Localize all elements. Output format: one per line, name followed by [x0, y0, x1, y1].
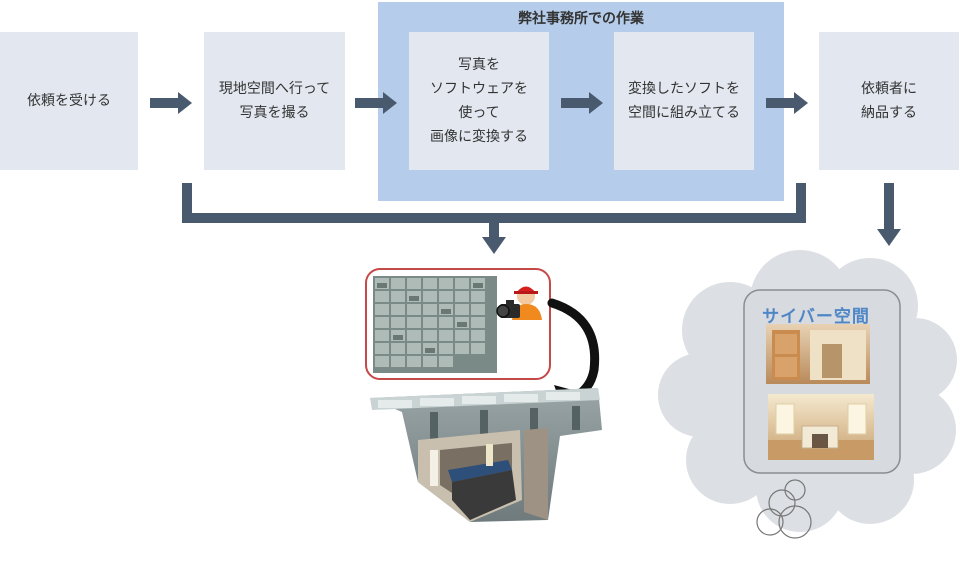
3d-model-illustration — [370, 388, 602, 522]
cyber-space-title: サイバー空間 — [762, 307, 870, 327]
thumbnail-grid — [373, 276, 497, 373]
arrow-down-to-cloud — [877, 183, 901, 246]
arrow-right-2 — [355, 92, 397, 114]
room-photo-2 — [768, 394, 874, 460]
photo-collection-illustration — [365, 268, 551, 380]
step-convert-label: 写真を ソフトウェアを 使って 画像に変換する — [430, 57, 528, 145]
step-assemble-space: 変換したソフトを 空間に組み立てる — [614, 32, 754, 170]
cyber-space-cloud — [658, 250, 957, 539]
step-photograph-label: 現地空間へ行って 写真を撮る — [218, 81, 331, 121]
photographer-icon — [496, 286, 542, 320]
step-deliver-label: 依頼者に 納品する — [861, 81, 917, 121]
arrow-right-4 — [766, 92, 808, 114]
step-convert-photos: 写真を ソフトウェアを 使って 画像に変換する — [409, 32, 549, 170]
arrow-right-1 — [150, 92, 192, 114]
step-take-photos: 現地空間へ行って 写真を撮る — [204, 32, 345, 170]
arrow-right-3 — [561, 92, 603, 114]
office-work-title: 弊社事務所での作業 — [518, 11, 644, 27]
bracket-connector — [182, 183, 806, 254]
step-assemble-label: 変換したソフトを 空間に組み立てる — [628, 81, 740, 121]
step-receive-request: 依頼を受ける — [0, 32, 138, 170]
step-deliver: 依頼者に 納品する — [819, 32, 959, 170]
room-photo-1 — [766, 324, 870, 384]
step-receive-label: 依頼を受ける — [27, 93, 111, 109]
